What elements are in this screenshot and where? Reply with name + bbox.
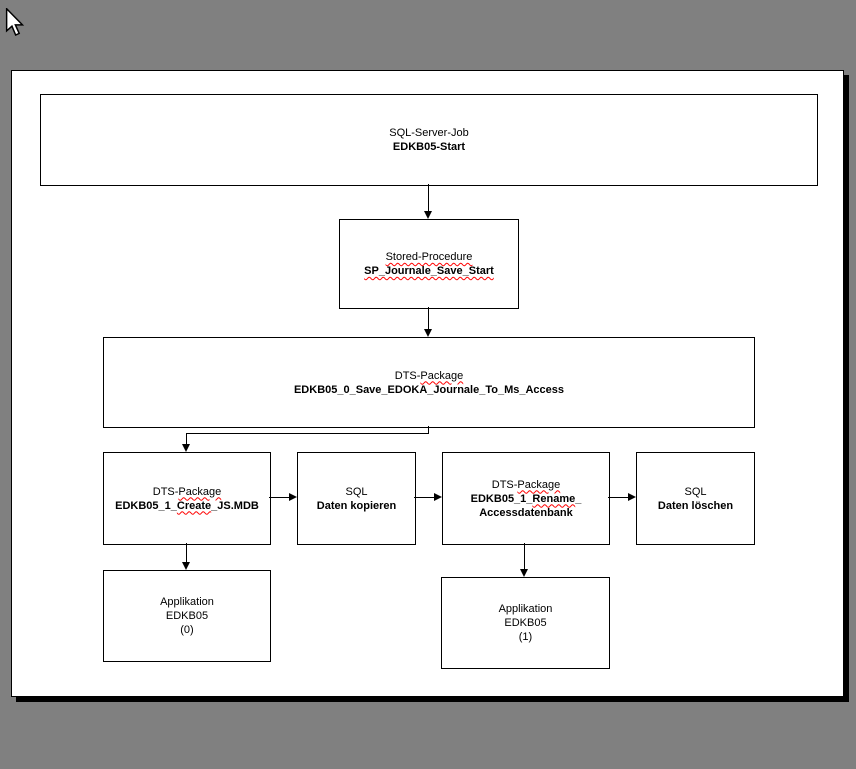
box-type-label: Stored-Procedure xyxy=(385,251,473,263)
connector-line xyxy=(428,426,429,434)
box-type-label: DTS-Package xyxy=(153,485,221,499)
text-segment: EDKB05_1_ xyxy=(470,492,533,505)
text-segment: _ xyxy=(575,492,582,505)
text-segment: DTS- xyxy=(394,369,421,382)
arrowhead-right-icon xyxy=(628,493,636,501)
box-line2: EDKB05 xyxy=(165,610,209,622)
arrowhead-down-icon xyxy=(520,569,528,577)
box-line1: Applikation xyxy=(498,603,553,615)
connector-line xyxy=(269,497,289,498)
flow-box-applikation-1[interactable]: Applikation EDKB05 (1) xyxy=(441,577,610,669)
connector-line xyxy=(186,433,429,434)
box-name-label: EDKB05_1_Create_JS.MDB xyxy=(115,499,259,513)
box-type-label: SQL xyxy=(684,485,707,498)
box-line1: Applikation xyxy=(160,596,214,608)
arrowhead-down-icon xyxy=(182,444,190,452)
arrowhead-down-icon xyxy=(424,211,432,219)
flow-box-dts-create[interactable]: DTS-Package EDKB05_1_Create_JS.MDB xyxy=(103,452,271,545)
flow-box-sql-copy[interactable]: SQL Daten kopieren xyxy=(297,452,416,545)
box-line3: (0) xyxy=(180,624,194,636)
misspelled-text: Create xyxy=(176,499,212,512)
box-line3: (1) xyxy=(518,631,533,643)
arrowhead-right-icon xyxy=(289,493,297,501)
flow-box-sql-delete[interactable]: SQL Daten löschen xyxy=(636,452,755,545)
box-line2: EDKB05 xyxy=(504,617,547,629)
box-name-label: EDKB05-Start xyxy=(392,141,466,153)
connector-line xyxy=(524,543,525,569)
flow-box-stored-procedure[interactable]: Stored-Procedure SP_Journale_Save_Start xyxy=(339,219,519,309)
arrowhead-down-icon xyxy=(182,562,190,570)
flow-box-applikation-0[interactable]: Applikation EDKB05 (0) xyxy=(103,570,271,662)
flow-box-dts-save[interactable]: DTS-Package EDKB05_0_Save_EDOKA_Journale… xyxy=(103,337,755,428)
text-segment: _JS.MDB xyxy=(211,499,259,512)
flow-box-sql-server-job[interactable]: SQL-Server-Job EDKB05-Start xyxy=(40,94,818,186)
misspelled-text: Rename xyxy=(532,492,576,505)
box-name-label-line2: Accessdatenbank xyxy=(479,506,573,519)
box-type-label: SQL xyxy=(345,485,368,498)
misspelled-text: Package xyxy=(517,478,561,491)
connector-line xyxy=(186,433,187,444)
flow-box-dts-rename[interactable]: DTS-Package EDKB05_1_Rename_ Accessdaten… xyxy=(442,452,610,545)
text-segment: EDKB05_1_ xyxy=(115,499,177,512)
arrowhead-down-icon xyxy=(424,329,432,337)
box-name-label: EDKB05_0_Save_EDOKA_Journale_To_Ms_Acces… xyxy=(293,383,565,396)
arrow-pointer-icon xyxy=(5,8,25,37)
text-segment: DTS- xyxy=(152,485,179,498)
connector-line xyxy=(428,184,429,212)
arrowhead-right-icon xyxy=(434,493,442,501)
connector-line xyxy=(428,307,429,330)
box-name-label: Daten kopieren xyxy=(316,499,397,512)
misspelled-text: Package xyxy=(420,369,464,382)
box-type-label: DTS-Package xyxy=(492,478,560,492)
document-page: SQL-Server-Job EDKB05-Start Stored-Proce… xyxy=(11,70,844,697)
connector-line xyxy=(414,497,434,498)
text-segment: DTS- xyxy=(491,478,518,491)
connector-line xyxy=(186,543,187,562)
box-name-label: SP_Journale_Save_Start xyxy=(364,265,494,277)
misspelled-text: Package xyxy=(178,485,222,498)
box-name-label: Daten löschen xyxy=(657,499,734,512)
box-name-label: EDKB05_1_Rename_ xyxy=(471,492,582,506)
connector-line xyxy=(608,497,628,498)
box-type-label: SQL-Server-Job xyxy=(389,127,469,139)
box-type-label: DTS-Package xyxy=(395,369,463,383)
